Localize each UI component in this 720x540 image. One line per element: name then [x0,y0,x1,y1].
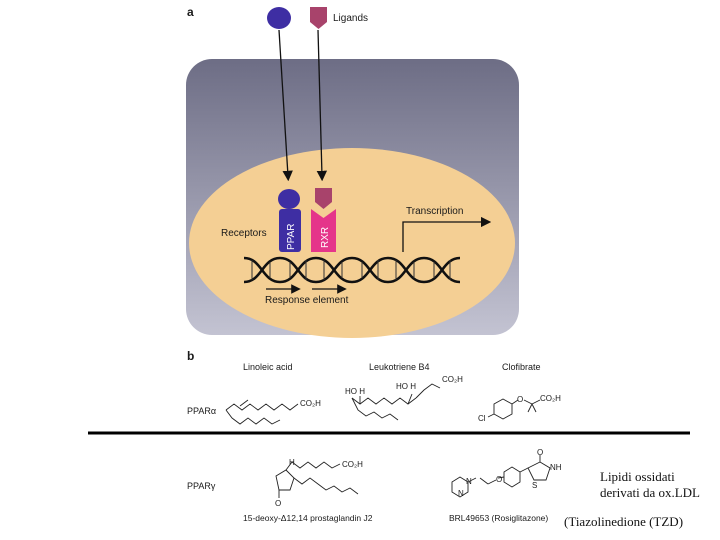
rxr-receptor [311,209,336,252]
leukotriene-ho-h-label-2: HO H [396,382,416,391]
rosiglitazone-nh-label: NH [550,463,562,472]
prostaglandin-co2h-label: CO₂H [342,460,363,469]
linoleic-co2h-label: CO₂H [300,399,321,408]
panel-b-letter: b [187,349,194,363]
linoleic-acid-label: Linoleic acid [243,362,293,372]
rosiglitazone-o-label: O [496,475,502,484]
ppar-alpha-row-label: PPARα [187,406,216,416]
tzd-annotation: (Tiazolinedione (TZD) [564,514,684,529]
clofibrate-co2h-label: CO₂H [540,394,561,403]
clofibrate-structure [487,398,541,420]
rosiglitazone-s-label: S [532,481,537,490]
transcription-label: Transcription [406,206,463,217]
rxr-ligand-icon [310,7,327,29]
rosiglitazone-label: BRL49653 (Rosiglitazone) [449,513,548,523]
nucleus [189,148,515,338]
ppar-gamma-row-label: PPARγ [187,481,216,491]
prostaglandin-structure [275,461,359,498]
leukotriene-ho-h-label: HO H [345,387,365,396]
leukotriene-b4-label: Leukotriene B4 [369,362,430,372]
lipids-annotation: Lipidi ossidati derivati da ox.LDL [600,469,700,501]
rosiglitazone-o-label-2: O [537,448,543,457]
rosiglitazone-structure [451,455,551,498]
response-element-label: Response element [265,295,349,306]
prostaglandin-label: 15-deoxy-Δ12,14 prostaglandin J2 [243,513,373,523]
leukotriene-b4-structure [351,383,441,421]
leukotriene-co2h-label: CO₂H [442,375,463,384]
rxr-ligand-arrow [316,29,328,182]
clofibrate-label: Clofibrate [502,362,541,372]
dna-helix [243,256,461,284]
ppar-label: PPAR [286,224,297,251]
clofibrate-o-label: O [517,395,523,404]
lipids-line-2: derivati da ox.LDL [600,485,700,500]
ppar-ligand-arrow [278,29,293,182]
rosiglitazone-n-label-2: N [458,489,464,498]
prostaglandin-h-label: H [289,458,295,467]
ppar-ligand-icon [267,7,291,29]
ligands-label: Ligands [333,13,368,24]
rxr-bound-ligand-icon [315,188,332,209]
clofibrate-cl-label: Cl [478,414,486,423]
linoleic-acid-structure [225,399,299,425]
prostaglandin-o-label: O [275,499,281,508]
panel-a-letter: a [187,5,194,19]
receptors-label: Receptors [221,228,267,239]
rosiglitazone-n-label-1: N [466,477,472,486]
ppar-bound-ligand-icon [278,189,300,209]
ppar-receptor [279,209,301,252]
transcription-arrow [402,216,492,252]
rxr-label: RXR [320,227,331,248]
dna-base-pairs [251,260,451,280]
lipids-line-1: Lipidi ossidati [600,469,675,484]
